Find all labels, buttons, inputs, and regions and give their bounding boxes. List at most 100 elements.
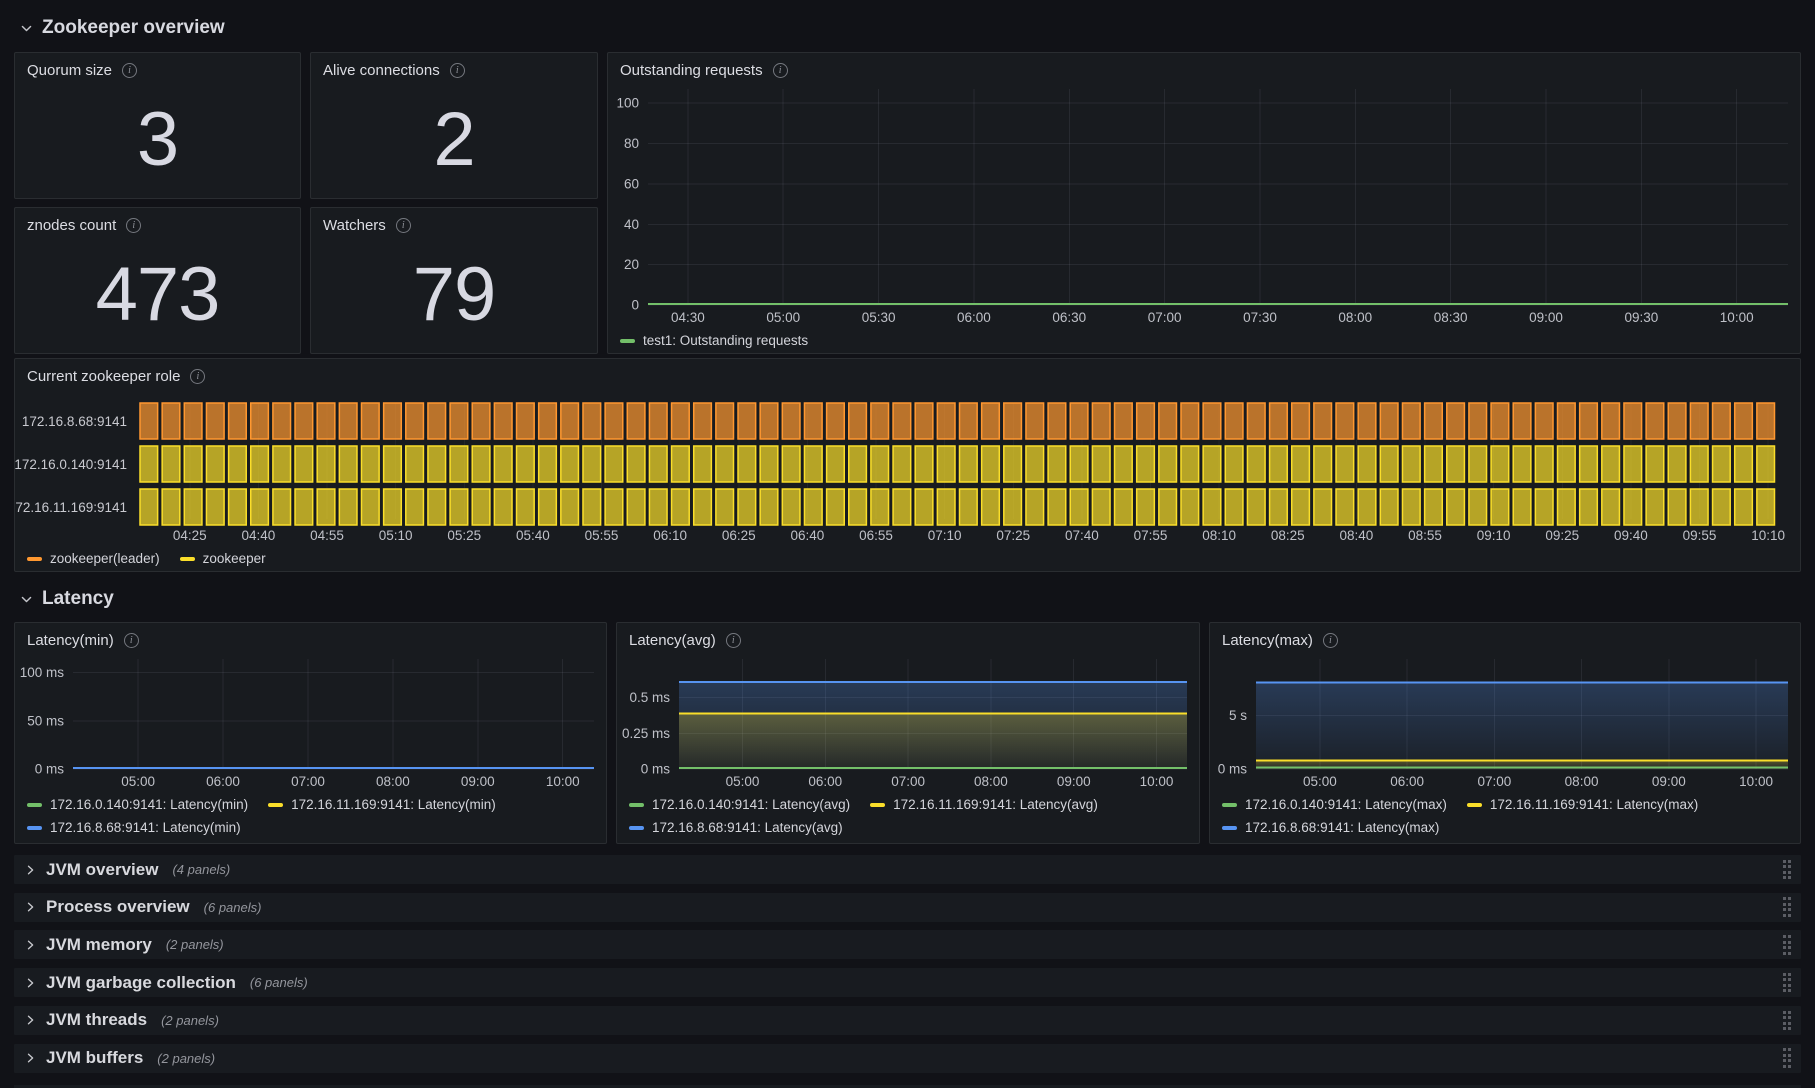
legend-item[interactable]: 172.16.0.140:9141: Latency(avg) <box>629 794 850 815</box>
drag-handle-icon[interactable] <box>1782 1048 1791 1068</box>
panel-title[interactable]: Watchers <box>323 216 386 234</box>
state-block <box>648 445 668 483</box>
collapsed-section-jvm-overview[interactable]: JVM overview(4 panels) <box>14 855 1801 884</box>
state-block <box>1601 402 1621 440</box>
state-block <box>272 402 292 440</box>
state-block <box>936 488 956 526</box>
state-block <box>1490 488 1510 526</box>
state-block <box>294 402 314 440</box>
legend-item[interactable]: 172.16.0.140:9141: Latency(max) <box>1222 794 1447 815</box>
drag-handle-icon[interactable] <box>1782 859 1791 880</box>
panel-title[interactable]: Current zookeeper role <box>27 367 181 385</box>
state-block <box>1490 402 1510 440</box>
drag-handle-icon[interactable] <box>1782 935 1791 955</box>
state-block <box>582 402 602 440</box>
collapsed-section-panel-count: (2 panels) <box>165 937 224 953</box>
panel-znodes-count: znodes count i 473 <box>14 207 301 354</box>
state-block <box>715 445 735 483</box>
legend-marker-icon <box>870 802 886 807</box>
info-icon[interactable]: i <box>126 217 142 233</box>
legend-label: 172.16.8.68:9141: Latency(max) <box>1245 820 1440 835</box>
state-block <box>1423 402 1444 440</box>
panel-title[interactable]: znodes count <box>27 216 117 234</box>
drag-handle-icon[interactable] <box>1782 897 1791 917</box>
state-block <box>1645 402 1665 440</box>
chart-legend: 172.16.0.140:9141: Latency(max) 172.16.11… <box>1210 793 1800 843</box>
state-block <box>272 445 292 483</box>
drag-handle-icon[interactable] <box>1782 972 1791 993</box>
state-block <box>670 402 690 440</box>
panel-header: Latency(avg) i <box>617 623 1199 653</box>
state-block <box>560 402 580 440</box>
state-block <box>848 488 868 526</box>
chart-legend: 172.16.0.140:9141: Latency(min) 172.16.11… <box>15 793 606 843</box>
legend-item[interactable]: 172.16.8.68:9141: Latency(max) <box>1222 817 1439 838</box>
panel-title[interactable]: Outstanding requests <box>620 61 763 79</box>
legend-item[interactable]: 172.16.11.169:9141: Latency(max) <box>1466 794 1698 815</box>
panel-header: Outstanding requests i <box>608 53 1800 83</box>
legend-item[interactable]: zookeeper <box>179 548 266 569</box>
collapsed-section-jvm-memory[interactable]: JVM memory(2 panels) <box>14 930 1801 960</box>
panel-title[interactable]: Latency(min) <box>27 631 114 649</box>
collapsed-section-title: JVM garbage collection <box>46 972 236 992</box>
state-block <box>1733 488 1754 526</box>
legend-marker-icon <box>27 802 42 807</box>
info-icon[interactable]: i <box>395 217 411 233</box>
collapsed-section-title: JVM overview <box>46 859 159 879</box>
state-block <box>360 445 380 483</box>
legend-item[interactable]: 172.16.8.68:9141: Latency(avg) <box>629 817 843 838</box>
legend-item[interactable]: 172.16.11.169:9141: Latency(min) <box>268 794 496 815</box>
state-block <box>1667 488 1687 526</box>
chevron-right-icon <box>24 977 36 989</box>
state-block <box>449 488 469 526</box>
legend-item[interactable]: zookeeper(leader) <box>27 548 160 569</box>
x-tick-label: 08:00 <box>1338 310 1372 325</box>
info-icon[interactable]: i <box>772 62 788 78</box>
state-block <box>1689 445 1709 483</box>
info-icon[interactable]: i <box>190 368 206 384</box>
legend-item[interactable]: test1: Outstanding requests <box>620 330 808 351</box>
state-block <box>870 445 890 483</box>
collapsed-section-jvm-garbage-collection[interactable]: JVM garbage collection (6 panels) <box>14 968 1801 998</box>
y-tick-label: 100 ms <box>20 665 65 680</box>
collapsed-section-jvm-threads[interactable]: JVM threads(2 panels) <box>14 1005 1801 1035</box>
stat-value: 79 <box>412 252 497 338</box>
info-icon[interactable]: i <box>725 632 741 648</box>
collapsed-section-panel-count: (6 panels) <box>249 975 308 991</box>
info-icon[interactable]: i <box>122 62 138 78</box>
collapsed-section-jvm-buffers[interactable]: JVM buffers(2 panels) <box>14 1043 1801 1073</box>
state-block <box>1069 488 1089 526</box>
info-icon[interactable]: i <box>449 62 465 78</box>
panel-title[interactable]: Latency(avg) <box>629 631 716 649</box>
panel-title[interactable]: Alive connections <box>323 61 440 79</box>
x-tick-label: 07:40 <box>1065 528 1099 543</box>
legend-item[interactable]: 172.16.11.169:9141: Latency(avg) <box>870 794 1098 815</box>
legend-marker-icon <box>179 556 195 561</box>
state-block <box>936 402 956 440</box>
legend-item[interactable]: 172.16.0.140:9141: Latency(min) <box>27 794 248 815</box>
state-block <box>980 488 1001 526</box>
legend-label: 172.16.8.68:9141: Latency(min) <box>50 820 241 835</box>
state-block <box>1401 402 1421 440</box>
panel-title[interactable]: Quorum size <box>27 61 113 79</box>
section-header-zookeeper-overview[interactable]: Zookeeper overview <box>20 17 225 39</box>
collapsed-section-process-overview[interactable]: Process overview(6 panels) <box>14 892 1801 922</box>
state-block <box>825 488 846 526</box>
panel-title[interactable]: Latency(max) <box>1222 631 1313 649</box>
chevron-down-icon <box>20 22 33 35</box>
state-block <box>449 402 469 440</box>
section-header-latency[interactable]: Latency <box>20 588 114 610</box>
drag-handle-icon[interactable] <box>1782 1010 1791 1031</box>
info-icon[interactable]: i <box>1322 632 1338 648</box>
info-icon[interactable]: i <box>123 632 139 648</box>
state-block <box>1423 488 1444 526</box>
legend-item[interactable]: 172.16.8.68:9141: Latency(min) <box>27 817 241 838</box>
panel-header: Latency(max) i <box>1210 623 1800 653</box>
